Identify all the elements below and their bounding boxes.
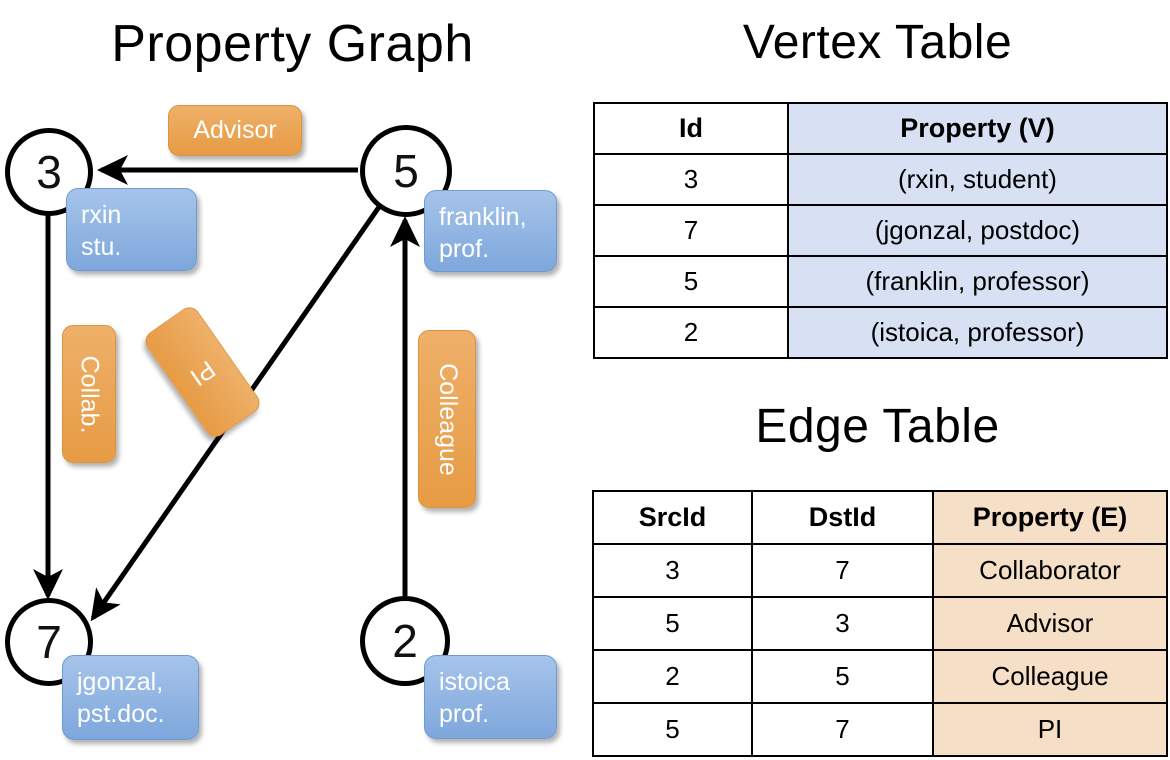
vertex-node-7-id: 7 [36, 616, 62, 668]
edge-table-cell-dstid: 7 [751, 543, 934, 598]
property-graph-diagram: 3 5 7 2 rxin stu. franklin, prof. jgonza… [5, 105, 557, 740]
table-row[interactable]: 2 5 Colleague [592, 649, 1168, 704]
vertex-node-3-id: 3 [36, 146, 62, 198]
vertex-property-2-line1: istoica [439, 668, 510, 696]
edge-table-cell-dstid: 5 [751, 649, 934, 704]
vertex-property-box-7: jgonzal, pst.doc. [62, 655, 199, 740]
vertex-property-2-line2: prof. [439, 700, 490, 728]
edge-label-collab: Collab. [62, 325, 116, 463]
vertex-table: Id Property (V) 3 (rxin, student) 7 (jgo… [593, 102, 1168, 359]
edge-table-cell-srcid: 2 [592, 649, 753, 704]
vertex-table-cell-id: 7 [593, 204, 789, 257]
edge-table-cell-property: PI [932, 702, 1168, 757]
edge-label-colleague-text: Colleague [433, 362, 462, 476]
edge-label-colleague: Colleague [418, 330, 476, 508]
edge-table-cell-srcid: 5 [592, 596, 753, 651]
edge-table-cell-srcid: 5 [592, 702, 753, 757]
edge-table-header-row: SrcId DstId Property (E) [592, 490, 1168, 545]
vertex-table-cell-property: (rxin, student) [787, 153, 1168, 206]
edge-table-header-property: Property (E) [932, 490, 1168, 545]
vertex-property-box-3: rxin stu. [66, 188, 197, 271]
vertex-table-cell-property: (franklin, professor) [787, 255, 1168, 308]
edge-table-header-srcid: SrcId [592, 490, 753, 545]
vertex-table-cell-property: (istoica, professor) [787, 306, 1168, 359]
vertex-table-cell-id: 2 [593, 306, 789, 359]
vertex-property-7-line1: jgonzal, [77, 668, 164, 696]
vertex-table-header-id: Id [593, 102, 789, 155]
vertex-node-2-id: 2 [392, 615, 418, 667]
table-row[interactable]: 5 7 PI [592, 702, 1168, 757]
vertex-node-5[interactable]: 5 [360, 125, 452, 217]
table-row[interactable]: 5 (franklin, professor) [593, 255, 1168, 308]
vertex-property-box-2: istoica prof. [424, 655, 557, 739]
vertex-property-7-line2: pst.doc. [77, 700, 165, 728]
edge-label-advisor-text: Advisor [193, 116, 277, 144]
vertex-table-cell-id: 5 [593, 255, 789, 308]
vertex-node-5-id: 5 [393, 145, 419, 197]
page-title-edge-table: Edge Table [755, 400, 1000, 453]
edge-table-cell-property: Advisor [932, 596, 1168, 651]
vertex-property-5-line1: franklin, [439, 203, 527, 231]
vertex-property-3-line1: rxin [81, 201, 122, 229]
edge-label-collab-text: Collab. [75, 355, 104, 433]
vertex-property-3-line2: stu. [81, 233, 122, 261]
vertex-node-2[interactable]: 2 [360, 596, 450, 686]
vertex-table-header-property: Property (V) [787, 102, 1168, 155]
edge-table-cell-dstid: 7 [751, 702, 934, 757]
table-row[interactable]: 3 (rxin, student) [593, 153, 1168, 206]
edge-table: SrcId DstId Property (E) 3 7 Collaborato… [592, 490, 1168, 757]
edge-table-cell-property: Collaborator [932, 543, 1168, 598]
edge-label-pi-text: PI [185, 354, 221, 391]
page-title-property-graph: Property Graph [111, 15, 474, 73]
edge-table-header-dstid: DstId [751, 490, 934, 545]
vertex-table-header-row: Id Property (V) [593, 102, 1168, 155]
edge-label-advisor: Advisor [168, 105, 302, 156]
edge-table-cell-dstid: 3 [751, 596, 934, 651]
page-title-vertex-table: Vertex Table [742, 16, 1013, 69]
table-row[interactable]: 5 3 Advisor [592, 596, 1168, 651]
vertex-property-box-5: franklin, prof. [424, 190, 557, 272]
edge-table-cell-property: Colleague [932, 649, 1168, 704]
table-row[interactable]: 3 7 Collaborator [592, 543, 1168, 598]
table-row[interactable]: 2 (istoica, professor) [593, 306, 1168, 359]
table-row[interactable]: 7 (jgonzal, postdoc) [593, 204, 1168, 257]
edge-table-cell-srcid: 3 [592, 543, 753, 598]
vertex-table-cell-property: (jgonzal, postdoc) [787, 204, 1168, 257]
vertex-table-cell-id: 3 [593, 153, 789, 206]
vertex-property-5-line2: prof. [439, 235, 490, 263]
